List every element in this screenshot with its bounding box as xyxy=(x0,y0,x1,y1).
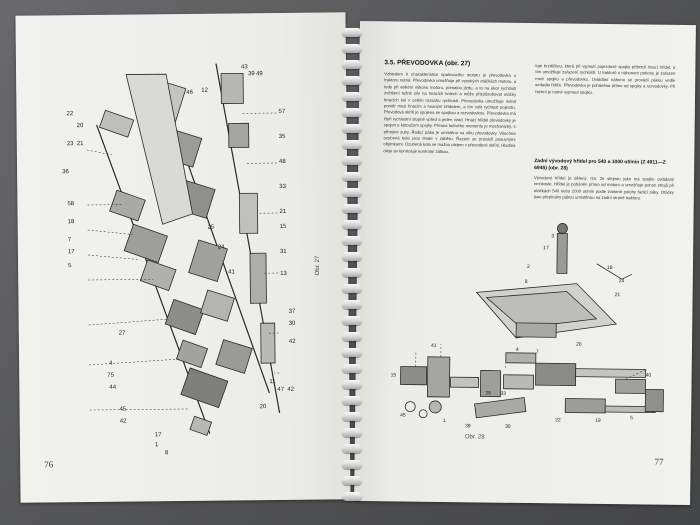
figure-label: 18 xyxy=(607,265,613,271)
part-label: 17 xyxy=(68,249,75,255)
figure-label: 28 xyxy=(485,391,491,397)
part-label: 1 xyxy=(155,442,159,448)
part-label: 25 xyxy=(208,225,215,231)
figure-label: 21 xyxy=(615,292,621,298)
figure-label: 24 xyxy=(619,278,625,284)
right-page: 3.5. PŘEVODOVKA (obr. 27) Vzhledem k cha… xyxy=(354,20,696,506)
part-label: 4 xyxy=(109,361,113,367)
pto-shaft-diagram: 3 17 2 8 18 24 21 20 41 15 45 1 4 7 40 5… xyxy=(391,223,664,430)
part-label: 27 xyxy=(119,331,126,337)
figure-label: 7 xyxy=(536,349,539,355)
part-label: 57 xyxy=(278,109,285,115)
page-number: 77 xyxy=(654,456,664,467)
left-page: 22 20 23 21 36 58 18 7 17 5 27 4 75 44 4… xyxy=(15,12,351,503)
part-label: 44 xyxy=(109,385,116,391)
part-label: 12 xyxy=(201,88,208,94)
figure-label: 3 xyxy=(551,233,554,239)
part-label: 22 xyxy=(66,111,73,117)
part-label: 11 xyxy=(269,379,276,385)
figure-caption: Obr. 27 xyxy=(314,255,322,276)
part-label: 7 xyxy=(68,237,72,243)
part-label: 8 xyxy=(165,450,169,456)
figure-label: 5 xyxy=(630,415,633,421)
figure-label: 40 xyxy=(646,372,652,378)
part-label: 75 xyxy=(107,373,114,379)
exploded-gearbox-diagram: 22 20 23 21 36 58 18 7 17 5 27 4 75 44 4… xyxy=(62,63,296,456)
figure-label: 30 xyxy=(505,424,511,430)
page-number: 76 xyxy=(44,459,54,470)
part-label: 37 xyxy=(289,309,296,315)
part-label: 24 xyxy=(218,245,225,251)
part-label: 20 xyxy=(260,404,267,410)
figure-label: 22 xyxy=(555,417,561,423)
figure-label: 8 xyxy=(525,279,528,285)
part-label: 58 xyxy=(67,201,74,207)
part-label: 41 xyxy=(228,269,235,275)
part-label: 17 xyxy=(155,432,162,438)
figure-label: 2 xyxy=(527,264,530,270)
part-label: 45 xyxy=(120,407,127,413)
figure-label: 41 xyxy=(431,343,437,349)
spiral-binding xyxy=(340,28,364,506)
part-label: 13 xyxy=(280,271,287,277)
part-label: 21 xyxy=(77,141,84,147)
part-label: 23 xyxy=(67,141,74,147)
part-label: 42 xyxy=(120,419,127,425)
part-label: 42 xyxy=(287,387,294,393)
part-label: 48 xyxy=(279,159,286,165)
figure-label: 4 xyxy=(516,347,519,353)
part-label: 21 xyxy=(279,209,286,215)
part-label: 43 xyxy=(241,64,248,70)
part-label: 18 xyxy=(68,219,75,225)
part-label: 30 xyxy=(289,321,296,327)
part-label: 31 xyxy=(280,249,287,255)
part-label: 42 xyxy=(289,339,296,345)
part-label: 39 xyxy=(248,71,255,77)
part-label: 5 xyxy=(68,263,72,269)
figure-caption: Obr. 28 xyxy=(464,434,485,441)
part-label: 15 xyxy=(280,224,287,230)
part-label: 20 xyxy=(77,123,84,129)
figure-label: 1 xyxy=(443,418,446,424)
figure-label: 20 xyxy=(576,342,582,348)
part-label: 36 xyxy=(62,169,69,175)
figure-label: 15 xyxy=(391,372,397,378)
part-label: 47 xyxy=(277,387,284,393)
part-label: 49 xyxy=(256,71,263,77)
figure-label: 19 xyxy=(595,418,601,424)
part-label: 33 xyxy=(279,184,286,190)
part-label: 35 xyxy=(279,134,286,140)
figure-label: 17 xyxy=(543,245,549,251)
figure-label: 45 xyxy=(400,412,406,418)
figure-label: 33 xyxy=(500,391,506,397)
figure-label: 39 xyxy=(465,423,471,429)
part-label: 46 xyxy=(186,90,193,96)
